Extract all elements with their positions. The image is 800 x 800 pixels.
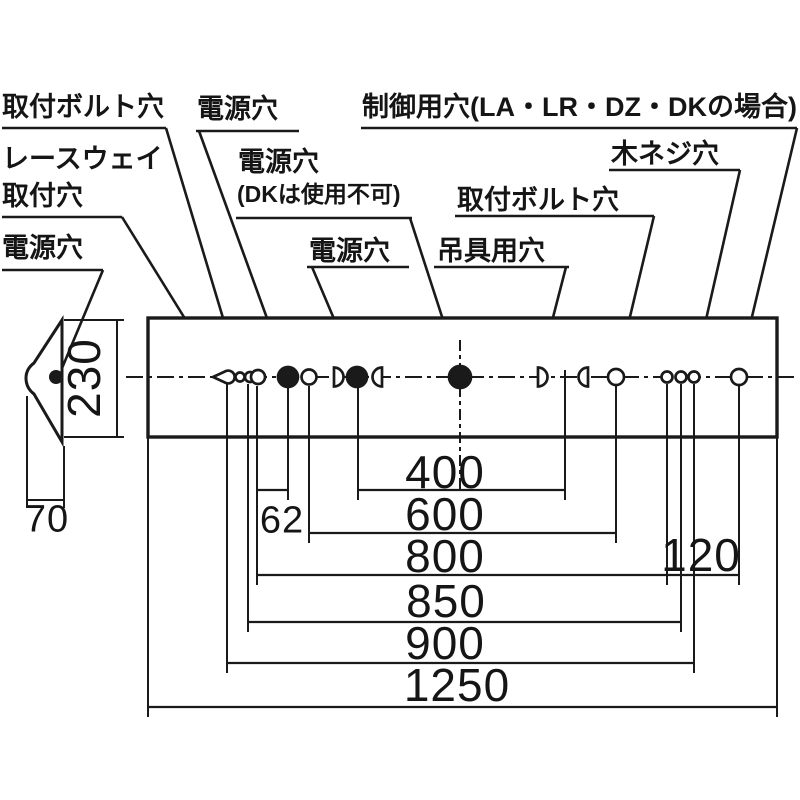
- label-power-hole-center: 電源穴: [309, 236, 390, 266]
- label-mounting-bolt-hole-left: 取付ボルト穴: [2, 92, 164, 122]
- label-control-hole: 制御用穴(LA・LR・DZ・DKの場合): [362, 92, 797, 122]
- label-wood-screw-hole: 木ネジ穴: [611, 139, 719, 169]
- hole-power-center: [447, 364, 473, 390]
- side-view-profile: [24, 314, 64, 448]
- hole-halfmoon-left-bulge-382: [371, 366, 384, 388]
- label-raceway-line2: 取付穴: [2, 181, 83, 211]
- extension-lines: [147, 370, 778, 717]
- side-view: [24, 314, 64, 448]
- label-power-hole-dk-line1: 電源穴: [238, 147, 319, 177]
- dim-value-400: 400: [405, 446, 485, 498]
- hole-wood-screw: [687, 370, 701, 384]
- hole-bolt-right: [606, 367, 626, 387]
- label-power-hole-bottom-left: 電源穴: [2, 233, 83, 263]
- side-view-power-hole: [49, 370, 63, 384]
- label-mounting-bolt-hole-right: 取付ボルト穴: [457, 185, 619, 215]
- dim-value-120: 120: [661, 529, 741, 581]
- dim-value-230: 230: [58, 338, 110, 418]
- dimension-lines: [148, 488, 777, 709]
- hole-halfmoon-right-bulge-538: [536, 366, 549, 388]
- hole-halfmoon-left-bulge-588: [577, 366, 590, 388]
- hole-open-left: [249, 368, 267, 386]
- hole-power-left: [276, 365, 300, 389]
- dim-value-70: 70: [24, 498, 70, 541]
- hole-power-mid: [345, 365, 369, 389]
- hole-small-681: [674, 370, 688, 384]
- leader-power-bottom-left: [58, 269, 105, 374]
- label-raceway-line1: レースウェイ: [2, 144, 163, 174]
- dim-70: [26, 396, 65, 508]
- dim-value-62: 62: [259, 499, 305, 542]
- dim-230: [64, 319, 124, 438]
- dim-value-850: 850: [406, 575, 486, 627]
- hole-halfmoon-right-bulge-334: [332, 366, 345, 388]
- dim-value-800: 800: [405, 530, 485, 582]
- label-power-hole-dk-line2: (DKは使用不可): [237, 181, 401, 207]
- label-hanger-hole: 吊具用穴: [437, 236, 545, 266]
- hole-bolt-left: [234, 371, 246, 383]
- dim-value-900: 900: [405, 617, 485, 669]
- dim-value-1250: 1250: [403, 659, 511, 711]
- dim-value-600: 600: [405, 488, 485, 540]
- label-power-hole-top: 電源穴: [197, 94, 278, 124]
- hole-open-308: [300, 368, 318, 386]
- hole-small-667: [660, 370, 674, 384]
- label-underlines: [2, 126, 797, 272]
- hole-control: [729, 367, 749, 387]
- holes: [209, 364, 749, 390]
